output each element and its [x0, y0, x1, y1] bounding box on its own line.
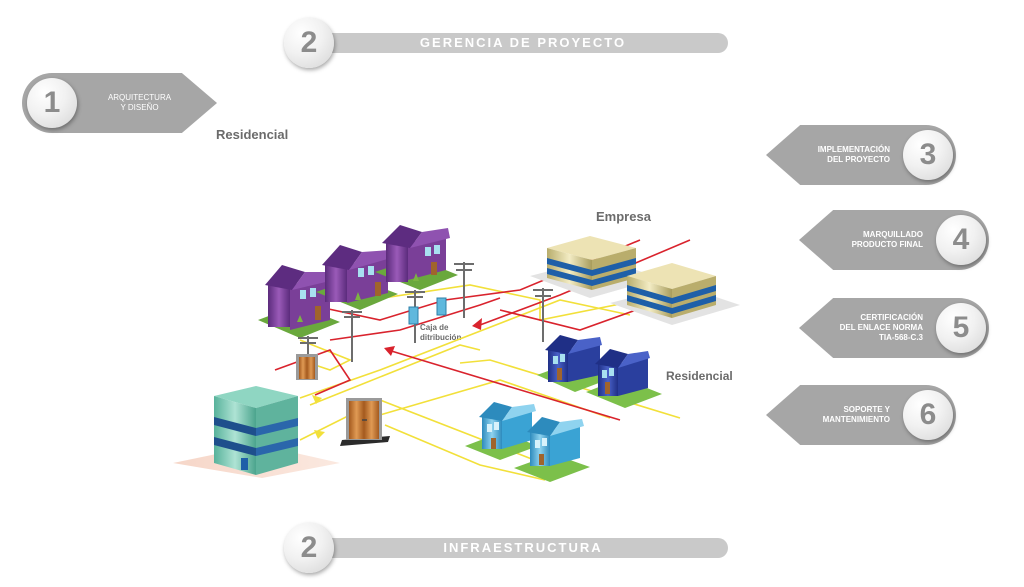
step-number-badge-1: 1 [27, 78, 77, 128]
step-number-badge-6: 6 [903, 390, 953, 440]
step-bar-gerencia[interactable]: GERENCIA DE PROYECTO [318, 33, 728, 53]
arrow-yellow [312, 395, 322, 404]
step-label: MARQUILLADO PRODUCTO FINAL [851, 230, 923, 249]
label-empresa: Empresa [596, 209, 651, 224]
step-number-badge-5: 5 [936, 303, 986, 353]
house-light-blue [465, 402, 538, 460]
step-number-badge-bottom: 2 [284, 523, 334, 573]
label-caja-distribucion: Caja de ditribución [420, 323, 462, 342]
distribution-box [408, 297, 447, 325]
cable-red [329, 297, 501, 341]
cable-red-group [274, 239, 691, 421]
house-blue [586, 349, 662, 408]
step-number-badge-top: 2 [284, 18, 334, 68]
cable-yellow [384, 424, 546, 481]
cable-red [387, 349, 621, 421]
step-number-badge-4: 4 [936, 215, 986, 265]
step-bar-label: INFRAESTRUCTURA [443, 540, 603, 555]
house-light-blue [514, 417, 590, 482]
house-purple [316, 245, 398, 310]
cabinet-small [296, 354, 318, 380]
cable-red [499, 304, 651, 331]
cable-yellow [309, 344, 481, 406]
cabinet-large [340, 398, 390, 446]
arrow-red [384, 346, 395, 356]
step-bar-infraestructura[interactable]: INFRAESTRUCTURA [318, 538, 728, 558]
cable-red [479, 239, 691, 326]
step-number-badge-3: 3 [903, 130, 953, 180]
step-label: SOPORTE Y MANTENIMIENTO [822, 405, 890, 424]
arrow-red [472, 318, 482, 330]
label-residencial-top: Residencial [216, 127, 289, 142]
house-purple [375, 225, 458, 290]
label-residencial-right: Residencial [666, 369, 733, 383]
office-building [530, 236, 660, 298]
step-label: ARQUITECTURA Y DISEÑO [107, 93, 172, 112]
house-blue [537, 335, 612, 392]
step-bar-label: GERENCIA DE PROYECTO [419, 35, 627, 50]
arrow-yellow [314, 430, 325, 439]
cable-yellow [369, 284, 641, 321]
building-teal [173, 386, 340, 478]
office-building [610, 263, 740, 325]
step-label: CERTIFICACIÓN DEL ENLACE NORMA TIA-568-C… [839, 313, 923, 342]
step-label: IMPLEMENTACIÓN DEL PROYECTO [817, 145, 890, 164]
house-purple [258, 265, 340, 338]
